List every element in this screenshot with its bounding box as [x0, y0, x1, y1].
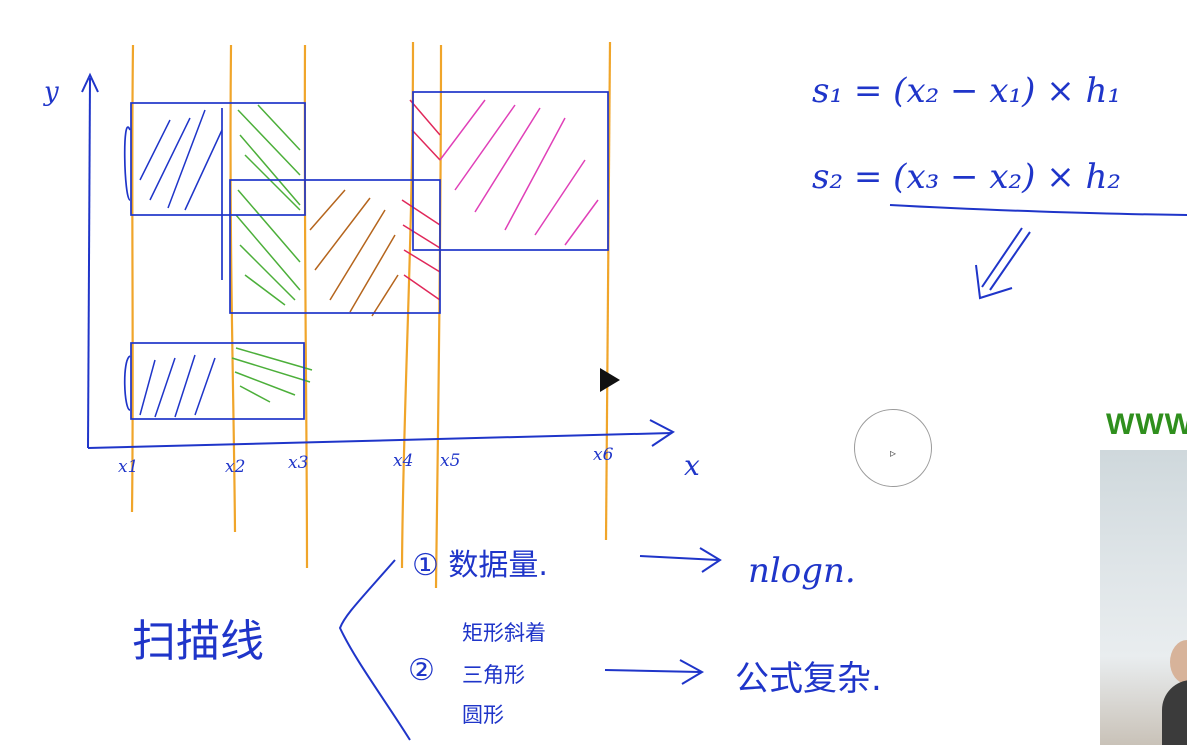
rect-1-top [130, 102, 306, 216]
hatch-pink [439, 99, 599, 246]
note-item-1: ① 数据量. [412, 548, 548, 583]
note-item-2-line-2: 三角形 [462, 663, 525, 687]
rect-3-right [412, 91, 609, 251]
note-item-2-marker: ② [408, 653, 435, 688]
tick-x2: x2 [225, 457, 245, 477]
presenter-head [1170, 640, 1187, 684]
hatch-brown [309, 189, 399, 317]
rectangles [123, 91, 609, 420]
y-arrow [81, 72, 99, 93]
scanline-x1 [130, 44, 135, 513]
scanlines [130, 41, 612, 589]
x-arrow [649, 419, 675, 447]
rect-2-middle [229, 179, 441, 314]
play-icon[interactable] [596, 366, 624, 394]
cursor-highlight-circle [854, 409, 932, 487]
cursor-icon: ▹ [890, 446, 897, 460]
note-item-1-result: nlogn. [748, 551, 856, 591]
hatch-red [401, 99, 441, 301]
formula-s1: s₁ = (x₂ − x₁) × h₁ [812, 71, 1121, 111]
axes [81, 72, 675, 449]
scanline-x6 [604, 41, 612, 541]
y-axis [87, 77, 91, 449]
x-axis-label: x [684, 449, 700, 482]
brace-icon [338, 559, 411, 741]
rect-4-bottom [130, 342, 305, 420]
x-axis [87, 432, 673, 449]
formula-underline [889, 204, 1187, 216]
tick-x6: x6 [593, 445, 614, 465]
scanline-x2 [229, 44, 237, 533]
watermark-text: WWW [1106, 408, 1187, 441]
note-item-2-result: 公式复杂. [735, 659, 882, 699]
webcam-preview [1100, 450, 1187, 745]
arrow-icon [604, 659, 705, 685]
scanline-x5 [434, 44, 443, 589]
hatch-green [231, 104, 313, 403]
tick-x1: x1 [118, 457, 138, 477]
note-item-2-line-1: 矩形斜着 [462, 621, 546, 645]
tick-x4: x4 [393, 451, 413, 471]
tick-labels: x1 x2 x3 x4 x5 x6 [118, 445, 614, 477]
tick-x5: x5 [440, 451, 460, 471]
scanline-x4 [400, 41, 415, 569]
arrow-icon [639, 547, 722, 573]
y-axis-label: y [43, 77, 59, 107]
formula-s2: s₂ = (x₃ − x₂) × h₂ [812, 157, 1121, 197]
presenter-body [1162, 680, 1187, 745]
note-title-scanline: 扫描线 [132, 616, 264, 667]
tick-x3: x3 [288, 453, 308, 473]
hatch-blue [139, 109, 223, 418]
note-item-2-line-3: 圆形 [462, 703, 504, 727]
down-arrow-icon [975, 227, 1031, 300]
